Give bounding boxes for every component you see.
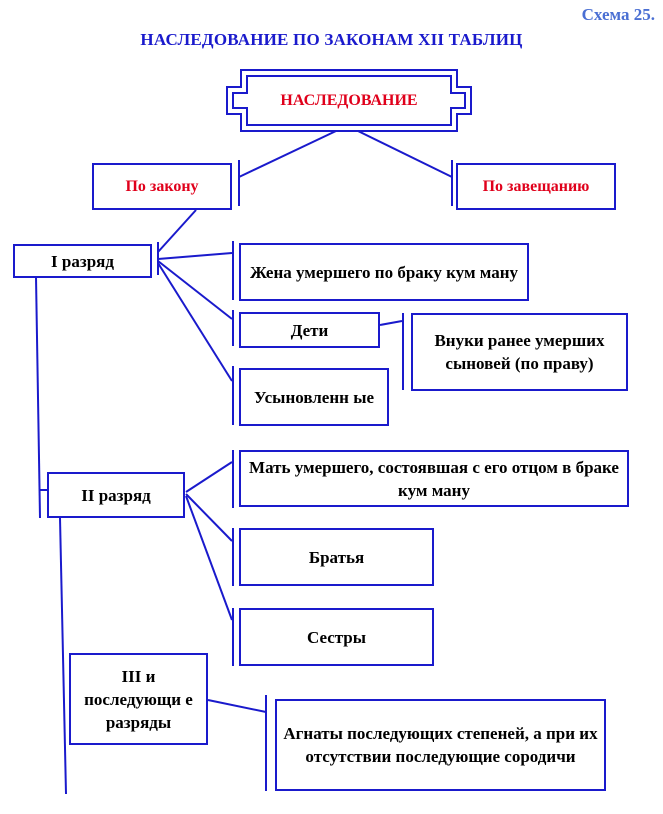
node-adopted: Усыновленн ые bbox=[239, 368, 389, 426]
line-root-to-bylaw bbox=[238, 130, 337, 178]
node-sisters: Сестры bbox=[239, 608, 434, 666]
schema-number: Схема 25. bbox=[581, 5, 655, 24]
node-agnates: Агнаты последующих степеней, а при их от… bbox=[275, 699, 606, 791]
line-bylaw-to-class1 bbox=[157, 209, 197, 253]
root-frame-inner bbox=[232, 75, 466, 126]
node-children: Дети bbox=[239, 312, 380, 348]
node-brothers: Братья bbox=[239, 528, 434, 586]
node-by-will: По завещанию bbox=[456, 163, 616, 210]
diagram-title: НАСЛЕДОВАНИЕ ПО ЗАКОНАМ XII ТАБЛИЦ bbox=[140, 30, 523, 49]
node-class-2: II разряд bbox=[47, 472, 185, 518]
node-class-1: I разряд bbox=[13, 244, 152, 278]
node-by-law: По закону bbox=[92, 163, 232, 210]
root-node: НАСЛЕДОВАНИЕ bbox=[280, 92, 418, 109]
node-mother: Мать умершего, состоявшая с его отцом в … bbox=[239, 450, 629, 507]
node-wife: Жена умершего по браку кум ману bbox=[239, 243, 529, 301]
node-grandchildren: Внуки ранее умерших сыновей (по праву) bbox=[411, 313, 628, 391]
root-frame-outer bbox=[226, 69, 472, 132]
line-root-to-bywill bbox=[357, 130, 453, 178]
node-class-3: III и последующи е разряды bbox=[69, 653, 208, 745]
